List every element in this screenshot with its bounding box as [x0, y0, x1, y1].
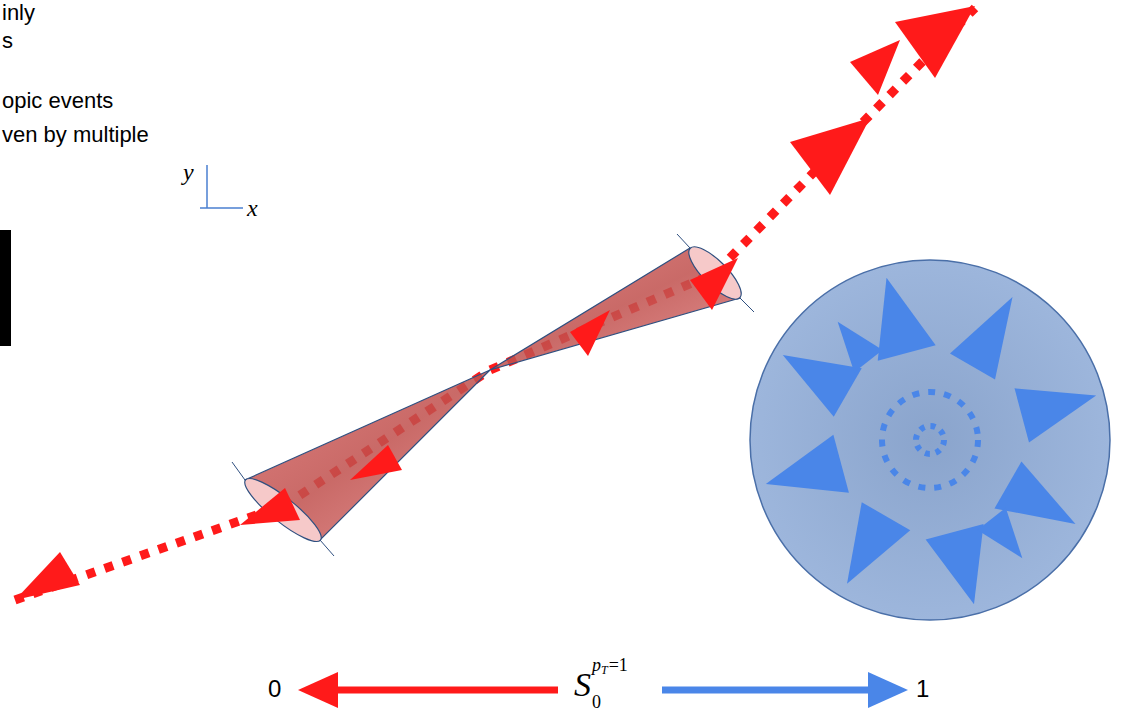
frame-edge	[0, 230, 11, 346]
note-fragment: s	[2, 30, 13, 52]
symbol-subscript: 0	[592, 693, 601, 711]
jet-cone	[232, 234, 754, 556]
scale-end: 0	[268, 677, 281, 701]
symbol-superscript: =1	[609, 656, 628, 674]
symbol-name: S	[574, 668, 591, 702]
note-fragment: opic events	[2, 90, 113, 112]
symbol-superscript: T	[601, 664, 608, 676]
note-fragment: ven by multiple	[2, 124, 149, 146]
isotropic-event	[750, 260, 1110, 620]
axis-label: y	[183, 160, 194, 184]
note-fragment: inly	[2, 2, 35, 24]
symbol-superscript: p	[592, 656, 601, 674]
scale-arrow	[298, 672, 908, 708]
scale-end: 1	[916, 677, 929, 701]
axis-cross	[200, 165, 243, 208]
axis-label: x	[247, 196, 258, 220]
